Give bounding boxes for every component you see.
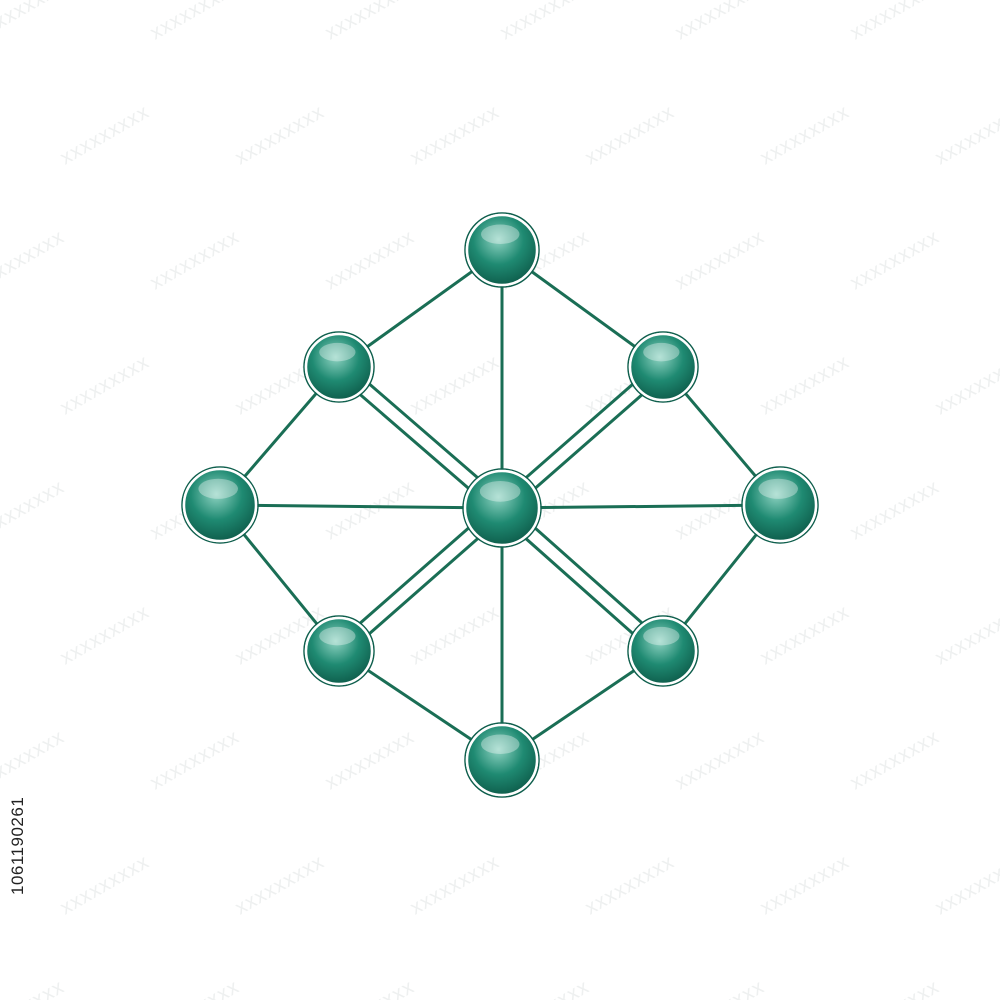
node-highlight <box>319 626 356 646</box>
node-outline <box>181 466 259 544</box>
node-bottom <box>464 722 540 798</box>
node-outline <box>627 331 699 403</box>
node-highlight <box>758 478 798 499</box>
node-sphere <box>304 616 374 686</box>
node-sphere <box>628 332 698 402</box>
node-highlight <box>479 480 521 502</box>
node-upper-right <box>627 331 699 403</box>
node-highlight <box>481 224 520 245</box>
node-outline <box>464 722 540 798</box>
edge-left-center <box>218 503 504 510</box>
node-outline <box>303 615 375 687</box>
node-outline <box>303 331 375 403</box>
node-sphere <box>304 332 374 402</box>
node-highlight <box>319 342 356 362</box>
node-sphere <box>182 467 258 543</box>
node-top <box>464 212 540 288</box>
node-center <box>462 468 542 548</box>
node-sphere <box>628 616 698 686</box>
node-outline <box>462 468 542 548</box>
node-sphere <box>742 467 818 543</box>
node-outline <box>464 212 540 288</box>
node-outline <box>627 615 699 687</box>
node-highlight <box>198 478 238 499</box>
node-upper-left <box>303 331 375 403</box>
node-highlight <box>643 342 680 362</box>
edge-right-center <box>500 503 782 510</box>
stock-image-id: 1061190261 <box>8 796 27 895</box>
node-highlight <box>643 626 680 646</box>
node-lower-left <box>303 615 375 687</box>
node-outline <box>741 466 819 544</box>
node-right <box>741 466 819 544</box>
node-highlight <box>481 734 520 755</box>
node-sphere <box>465 213 539 287</box>
node-layer <box>181 212 819 798</box>
node-sphere <box>463 469 541 547</box>
node-sphere <box>465 723 539 797</box>
node-lower-right <box>627 615 699 687</box>
node-left <box>181 466 259 544</box>
